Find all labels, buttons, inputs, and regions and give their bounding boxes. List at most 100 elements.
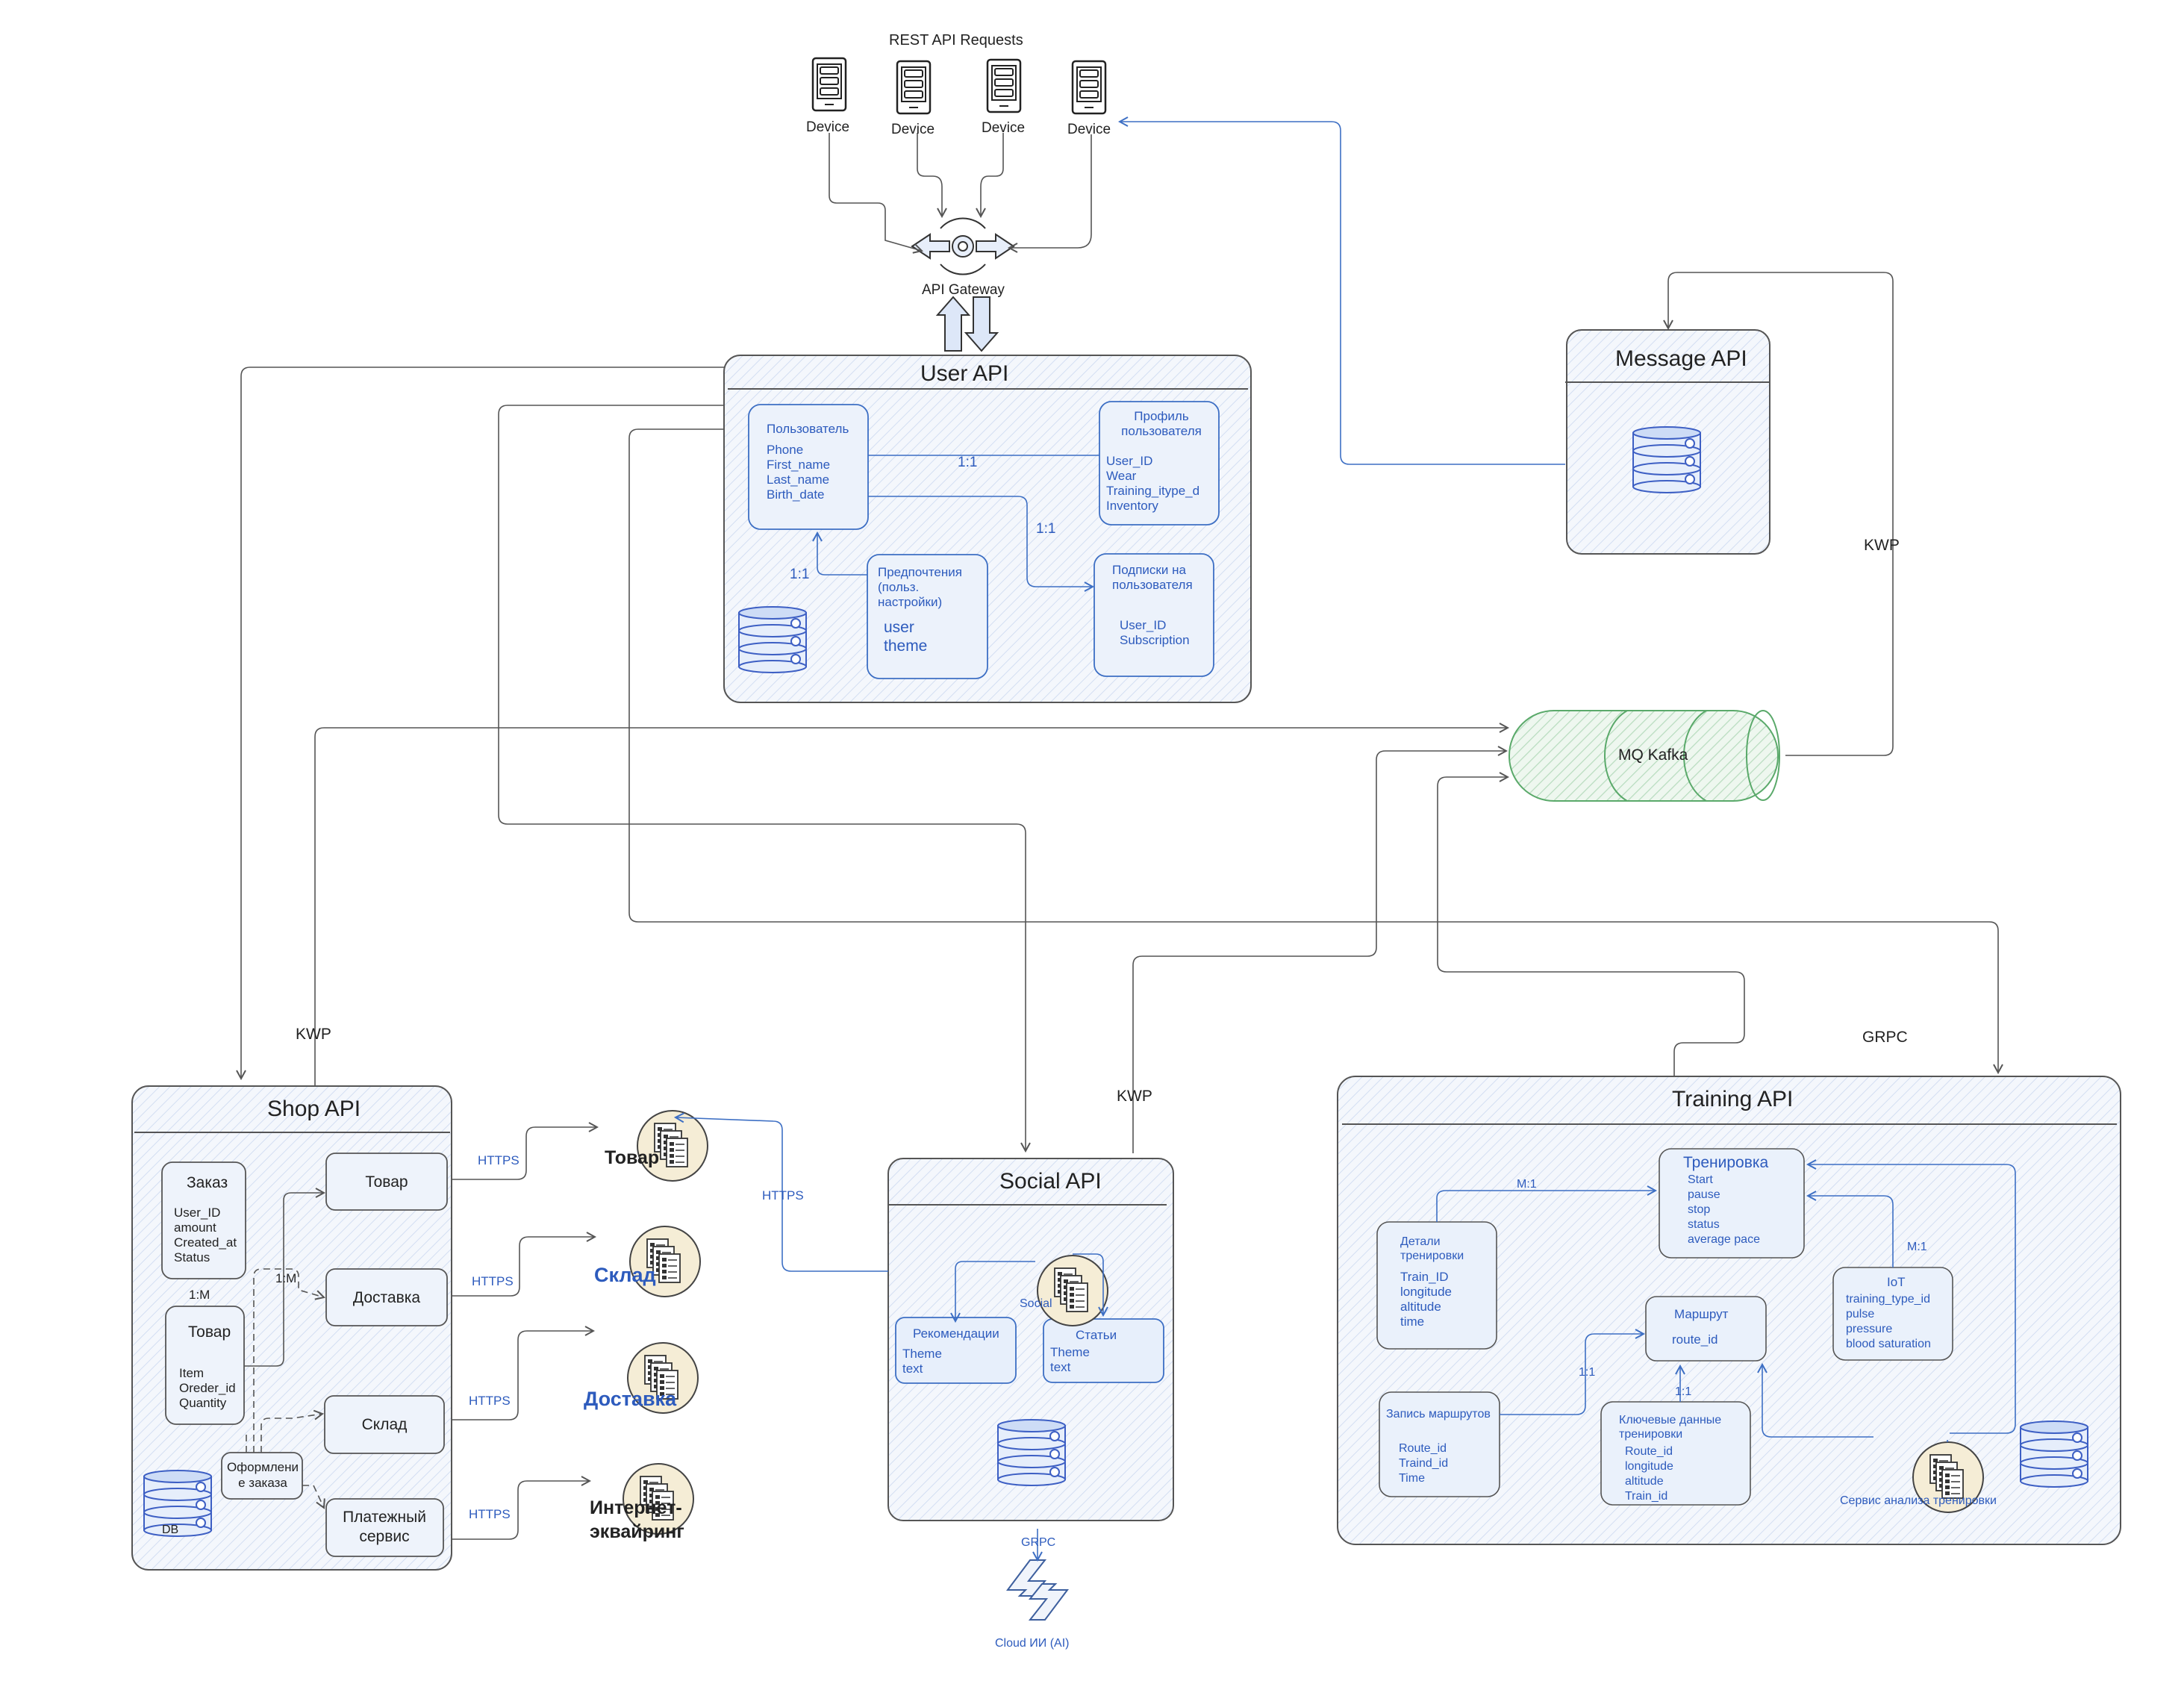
- kafka-queue: [1508, 710, 1780, 802]
- subs-entity-box: [1093, 553, 1214, 677]
- training-api-title: Training API: [1672, 1087, 1794, 1111]
- service-icon: [1912, 1441, 1984, 1513]
- protocol-label: GRPC: [1021, 1536, 1056, 1549]
- protocol-label: KWP: [1864, 537, 1900, 554]
- relation-label: M:1: [1907, 1241, 1927, 1253]
- service-icon: [623, 1463, 694, 1535]
- checkout-box: [221, 1452, 303, 1500]
- device-icon: [1071, 60, 1107, 115]
- shop-db-icon: [143, 1470, 212, 1537]
- protocol-label: KWP: [1117, 1088, 1152, 1105]
- service-icon: [629, 1226, 701, 1297]
- relation-label: 1:1: [790, 567, 810, 582]
- external-delivery-label: Доставка: [584, 1388, 677, 1410]
- relation-label: M:1: [1517, 1178, 1537, 1191]
- device-label: Device: [806, 119, 850, 135]
- external-warehouse-label: Склад: [594, 1264, 656, 1286]
- user-db-icon: [738, 606, 807, 673]
- articles-box: [1043, 1318, 1164, 1383]
- relation-label: 1:1: [1675, 1385, 1692, 1398]
- device-label: Device: [982, 120, 1026, 136]
- training-entity-box: [1659, 1148, 1805, 1259]
- social-db-icon: [997, 1419, 1066, 1486]
- keydata-title: Ключевые данные тренировки: [1619, 1414, 1722, 1441]
- route-entity-fields: route_id: [1672, 1332, 1718, 1347]
- goods-box: [325, 1153, 448, 1211]
- cloud-ai-icon: [1006, 1559, 1069, 1621]
- warehouse-box-label: Склад: [361, 1416, 408, 1433]
- relation-label: 1:M: [189, 1288, 210, 1302]
- service-icon: [637, 1110, 708, 1182]
- item-entity-title: Товар: [188, 1323, 231, 1341]
- protocol-label: KWP: [296, 1026, 331, 1043]
- service-icon: [1037, 1255, 1108, 1326]
- social-api-title: Social API: [999, 1169, 1102, 1194]
- social-api-frame: [887, 1158, 1174, 1521]
- shop-db-label: DB: [162, 1524, 179, 1536]
- articles-box-title: Статьи: [1076, 1328, 1117, 1342]
- protocol-label: GRPC: [1862, 1029, 1908, 1046]
- payment-box: [325, 1498, 444, 1557]
- goods-box-label: Товар: [365, 1173, 408, 1191]
- kafka-label: MQ Kafka: [1618, 746, 1688, 764]
- service-icon: [627, 1342, 699, 1414]
- delivery-box-label: Доставка: [352, 1289, 421, 1306]
- protocol-label: HTTPS: [762, 1188, 804, 1203]
- keydata-box: [1600, 1401, 1751, 1506]
- relation-label: 1:1: [958, 455, 978, 470]
- protocol-label: HTTPS: [469, 1394, 511, 1408]
- cloud-ai-label: Cloud ИИ (AI): [995, 1637, 1070, 1650]
- user-entity-title: Пользователь: [767, 422, 849, 436]
- profile-entity-title: Профиль пользователя: [1121, 409, 1202, 438]
- api-gateway-label: API Gateway: [922, 282, 1005, 298]
- shop-api-title: Shop API: [267, 1097, 361, 1121]
- relation-label: 1:1: [1036, 521, 1056, 537]
- subs-entity-title: Подписки на пользователя: [1112, 563, 1193, 592]
- route-entity-title: Маршрут: [1674, 1307, 1729, 1321]
- relation-label: 1:M: [275, 1271, 297, 1285]
- device-icon: [896, 60, 932, 115]
- recommend-box-title: Рекомендации: [913, 1326, 999, 1341]
- device-icon: [811, 57, 847, 112]
- checkout-box-label: Оформлени е заказа: [226, 1460, 299, 1490]
- order-entity-title: Заказ: [187, 1174, 228, 1191]
- route-entity-box: [1645, 1296, 1767, 1362]
- device-icon: [986, 58, 1022, 113]
- route-rec-box: [1379, 1391, 1500, 1497]
- route-rec-title: Запись маршрутов: [1386, 1408, 1491, 1421]
- item-entity-box: [165, 1306, 245, 1425]
- rest-requests-title: REST API Requests: [889, 32, 1023, 49]
- warehouse-box: [324, 1395, 445, 1454]
- prefs-entity-title: Предпочтения (польз. настройки): [878, 565, 962, 609]
- analysis-service-label: Сервис анализа тренировки: [1840, 1494, 1997, 1507]
- prefs-entity-box: [867, 554, 988, 679]
- iot-entity-title: IoT: [1887, 1275, 1906, 1289]
- order-entity-box: [161, 1161, 246, 1279]
- user-api-title: User API: [920, 361, 1009, 386]
- message-api-title: Message API: [1615, 346, 1747, 371]
- relation-label: 1:1: [1579, 1366, 1596, 1379]
- message-db-icon: [1632, 426, 1701, 493]
- device-label: Device: [891, 122, 935, 137]
- api-gateway-icon: [911, 217, 1015, 275]
- training-db-icon: [2020, 1421, 2088, 1488]
- protocol-label: HTTPS: [478, 1153, 520, 1167]
- protocol-label: HTTPS: [469, 1507, 511, 1521]
- gateway-arrows-icon: [935, 296, 999, 352]
- details-entity-title: Детали тренировки: [1400, 1235, 1464, 1262]
- training-entity-title: Тренировка: [1683, 1154, 1769, 1171]
